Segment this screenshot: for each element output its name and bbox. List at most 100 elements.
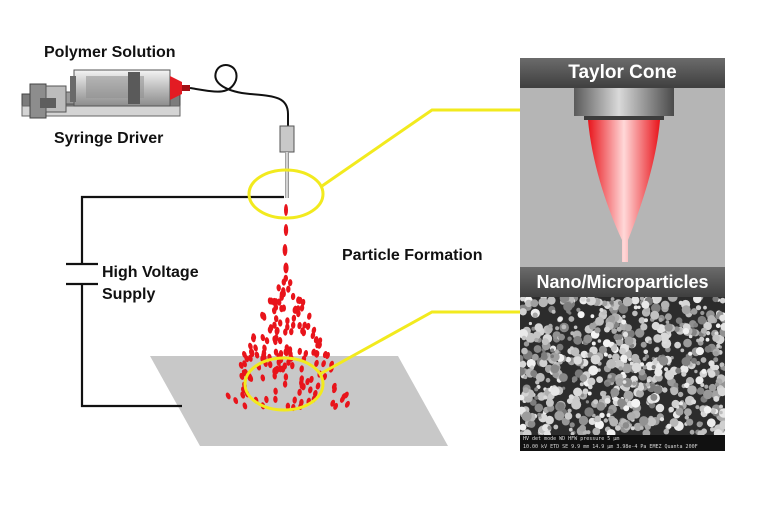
droplet: [310, 331, 316, 340]
sem-particle: [520, 297, 526, 302]
sem-particle: [622, 314, 626, 319]
sem-particle: [579, 424, 586, 432]
circuit-wire: [66, 195, 284, 408]
sem-particle: [569, 422, 575, 428]
sem-particle: [584, 407, 594, 417]
sem-micrograph: [520, 297, 725, 435]
sem-particle: [638, 317, 646, 324]
sem-particle: [603, 352, 608, 357]
sem-particle: [535, 372, 545, 382]
sem-particle: [521, 347, 528, 355]
sem-particle: [582, 388, 589, 395]
droplet: [286, 285, 291, 293]
sem-particle: [591, 341, 596, 346]
droplet: [303, 350, 309, 358]
sem-particle: [534, 323, 543, 332]
sem-particle: [707, 315, 716, 324]
sem-particle: [639, 297, 644, 301]
droplet: [248, 354, 253, 362]
sem-particle: [607, 354, 612, 359]
droplet: [273, 395, 278, 403]
sem-particle: [609, 417, 619, 427]
sem-particle: [721, 365, 725, 371]
sem-particle: [701, 412, 707, 418]
sem-particle: [543, 430, 551, 435]
sem-particle: [700, 357, 707, 363]
droplet: [272, 335, 277, 343]
sem-particle: [622, 422, 630, 429]
sem-particle: [706, 331, 711, 336]
droplet: [283, 373, 289, 381]
sem-particle: [580, 365, 584, 369]
droplet: [264, 337, 270, 345]
sem-particle: [674, 341, 681, 349]
deposit-highlight-ellipse: [243, 356, 325, 412]
sem-particle: [530, 370, 538, 377]
droplet: [313, 349, 319, 358]
sem-particle: [719, 410, 723, 415]
taylor-cone-shape: [588, 120, 660, 262]
droplet: [279, 290, 285, 298]
sem-particle: [659, 417, 665, 422]
sem-particle: [603, 418, 608, 423]
sem-particle: [673, 382, 679, 388]
tubing: [189, 64, 289, 128]
sem-particle: [619, 347, 626, 355]
sem-particle: [693, 322, 699, 328]
sem-particle: [610, 297, 615, 301]
sem-particle: [694, 369, 698, 374]
sem-particle: [555, 326, 560, 331]
taylor-callout-line: [321, 108, 520, 188]
sem-particle: [615, 425, 621, 431]
droplet: [253, 344, 258, 352]
droplet: [282, 244, 288, 256]
sem-particle: [662, 387, 668, 393]
sem-particle: [554, 410, 565, 421]
droplet: [292, 396, 297, 404]
nano-microparticles-banner: Nano/Microparticles: [520, 267, 725, 297]
sem-particle: [713, 351, 719, 357]
sem-particle: [631, 398, 641, 408]
needle: [285, 152, 289, 198]
droplet: [325, 351, 330, 360]
sem-particle: [669, 418, 679, 427]
sem-particle: [520, 329, 528, 339]
droplet: [339, 395, 345, 403]
droplet: [267, 360, 273, 369]
sem-particle: [532, 312, 538, 318]
sem-particle: [710, 407, 716, 414]
sem-particle: [528, 321, 533, 326]
sem-particle: [609, 307, 613, 312]
sem-particle: [587, 377, 596, 386]
sem-particle: [695, 305, 702, 311]
droplet: [277, 319, 283, 327]
sem-particle: [686, 418, 694, 426]
sem-particle: [673, 326, 680, 332]
sem-particle: [538, 297, 548, 308]
sem-particle: [609, 300, 614, 305]
droplet: [271, 307, 277, 315]
sem-particle: [534, 395, 539, 400]
sem-particle: [691, 357, 697, 364]
sem-particle: [565, 356, 572, 363]
sem-particle: [695, 405, 700, 410]
sem-particle: [521, 335, 527, 341]
droplet: [305, 322, 311, 330]
sem-particle: [626, 412, 636, 421]
droplet: [272, 367, 277, 375]
sem-particle: [664, 367, 669, 372]
sem-particle: [602, 339, 611, 348]
sem-particle: [642, 357, 647, 361]
sem-particle: [690, 308, 698, 315]
sem-particle: [675, 407, 684, 416]
sem-particle: [571, 399, 582, 410]
sem-particle: [704, 345, 712, 353]
sem-particle: [576, 307, 581, 312]
sem-particle: [706, 418, 716, 428]
droplet: [251, 335, 256, 343]
droplet: [313, 336, 319, 344]
sem-particle: [703, 389, 713, 400]
sem-particle: [713, 357, 719, 363]
sem-particle: [583, 334, 593, 344]
sem-particle: [541, 338, 549, 346]
